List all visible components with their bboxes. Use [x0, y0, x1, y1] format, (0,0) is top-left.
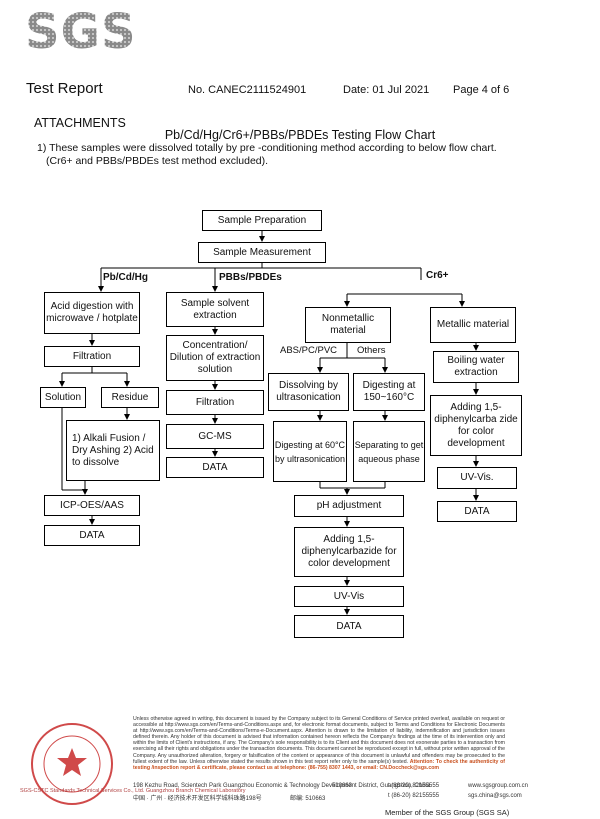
data-box-1: DATA: [44, 525, 140, 546]
residue-box: Residue: [101, 387, 159, 408]
company-seal-icon: [31, 723, 113, 805]
seal-caption: SGS-CSTC Standards Technical Services Co…: [20, 788, 246, 794]
attachments-heading: ATTACHMENTS: [34, 116, 126, 130]
digesting-150-160-box: Digesting at 150~160°C: [353, 373, 425, 411]
sample-measurement-box: Sample Measurement: [198, 242, 326, 263]
flow-chart-title: Pb/Cd/Hg/Cr6+/PBBs/PBDEs Testing Flow Ch…: [164, 128, 436, 142]
postcode-english: 510663: [332, 783, 353, 789]
member-of-sgs-group: Member of the SGS Group (SGS SA): [385, 808, 510, 817]
authenticity-attention: Attention: To check the authenticity of …: [133, 758, 505, 771]
adding-diphenylcarbazide-box-2: Adding 1,5- diphenylcarba zide for color…: [430, 395, 522, 456]
website: www.sgsgroup.com.cn: [468, 783, 529, 789]
gc-ms-box: GC-MS: [166, 424, 264, 449]
note-line-2: (Cr6+ and PBBs/PBDEs test method exclude…: [46, 155, 269, 167]
uv-vis-box-1: UV-Vis: [294, 586, 404, 607]
alkali-fusion-box: 1) Alkali Fusion / Dry Ashing 2) Acid to…: [66, 420, 160, 481]
data-box-2: DATA: [166, 457, 264, 478]
digesting-60-ultrasonication-box: Digesting at 60°C by ultrasonication: [273, 421, 347, 482]
nonmetallic-material-box: Nonmetallic material: [305, 307, 391, 343]
report-number: No. CANEC2111524901: [188, 84, 307, 96]
postcode-chinese: 邮编: 510663: [290, 796, 326, 802]
acid-digestion-box: Acid digestion with microwave / hotplate: [44, 292, 140, 334]
others-label: Others: [357, 345, 386, 356]
data-box-3: DATA: [294, 615, 404, 638]
telephone-1: t (86-20) 82155555: [388, 783, 440, 789]
filtration-box-1: Filtration: [44, 346, 140, 367]
note-line-1: 1) These samples were dissolved totally …: [37, 142, 497, 154]
solution-box: Solution: [40, 387, 86, 408]
report-date: Date: 01 Jul 2021: [343, 84, 430, 96]
address-chinese: 中国 · 广州 · 经济技术开发区科学城科珠路198号: [133, 796, 262, 802]
page-number: Page 4 of 6: [453, 84, 510, 96]
sample-solvent-extraction-box: Sample solvent extraction: [166, 292, 264, 327]
disclaimer-body: Unless otherwise agreed in writing, this…: [133, 716, 505, 765]
address-english: 198 Kezhu Road, Scientech Park Guangzhou…: [133, 783, 431, 789]
dissolving-ultrasonication-box: Dissolving by ultrasonication: [268, 373, 349, 411]
icp-oes-aas-box: ICP-OES/AAS: [44, 495, 140, 516]
abs-pc-pvc-label: ABS/PC/PVC: [280, 345, 338, 356]
adding-diphenylcarbazide-box-1: Adding 1,5- diphenylcarbazide for color …: [294, 527, 404, 577]
disclaimer-text: Unless otherwise agreed in writing, this…: [133, 716, 505, 771]
concentration-dilution-box: Concentration/ Dilution of extraction so…: [166, 335, 264, 381]
separating-aqueous-phase-box: Separating to get aqueous phase: [353, 421, 425, 482]
report-title: Test Report: [26, 80, 103, 97]
filtration-box-2: Filtration: [166, 390, 264, 415]
data-box-4: DATA: [437, 501, 517, 522]
telephone-2: t (86-20) 82155555: [388, 793, 440, 799]
metallic-material-box: Metallic material: [430, 307, 516, 343]
ph-adjustment-box: pH adjustment: [294, 495, 404, 517]
uv-vis-box-2: UV-Vis.: [437, 467, 517, 489]
boiling-water-extraction-box: Boiling water extraction: [433, 351, 519, 383]
email: sgs.china@sgs.com: [468, 793, 522, 799]
branch-label-cr6: Cr6+: [426, 270, 449, 281]
branch-label-pbbs-pbdes: PBBs/PBDEs: [219, 272, 282, 283]
branch-label-pb-cd-hg: Pb/Cd/Hg: [103, 272, 148, 283]
sample-preparation-box: Sample Preparation: [202, 210, 322, 231]
